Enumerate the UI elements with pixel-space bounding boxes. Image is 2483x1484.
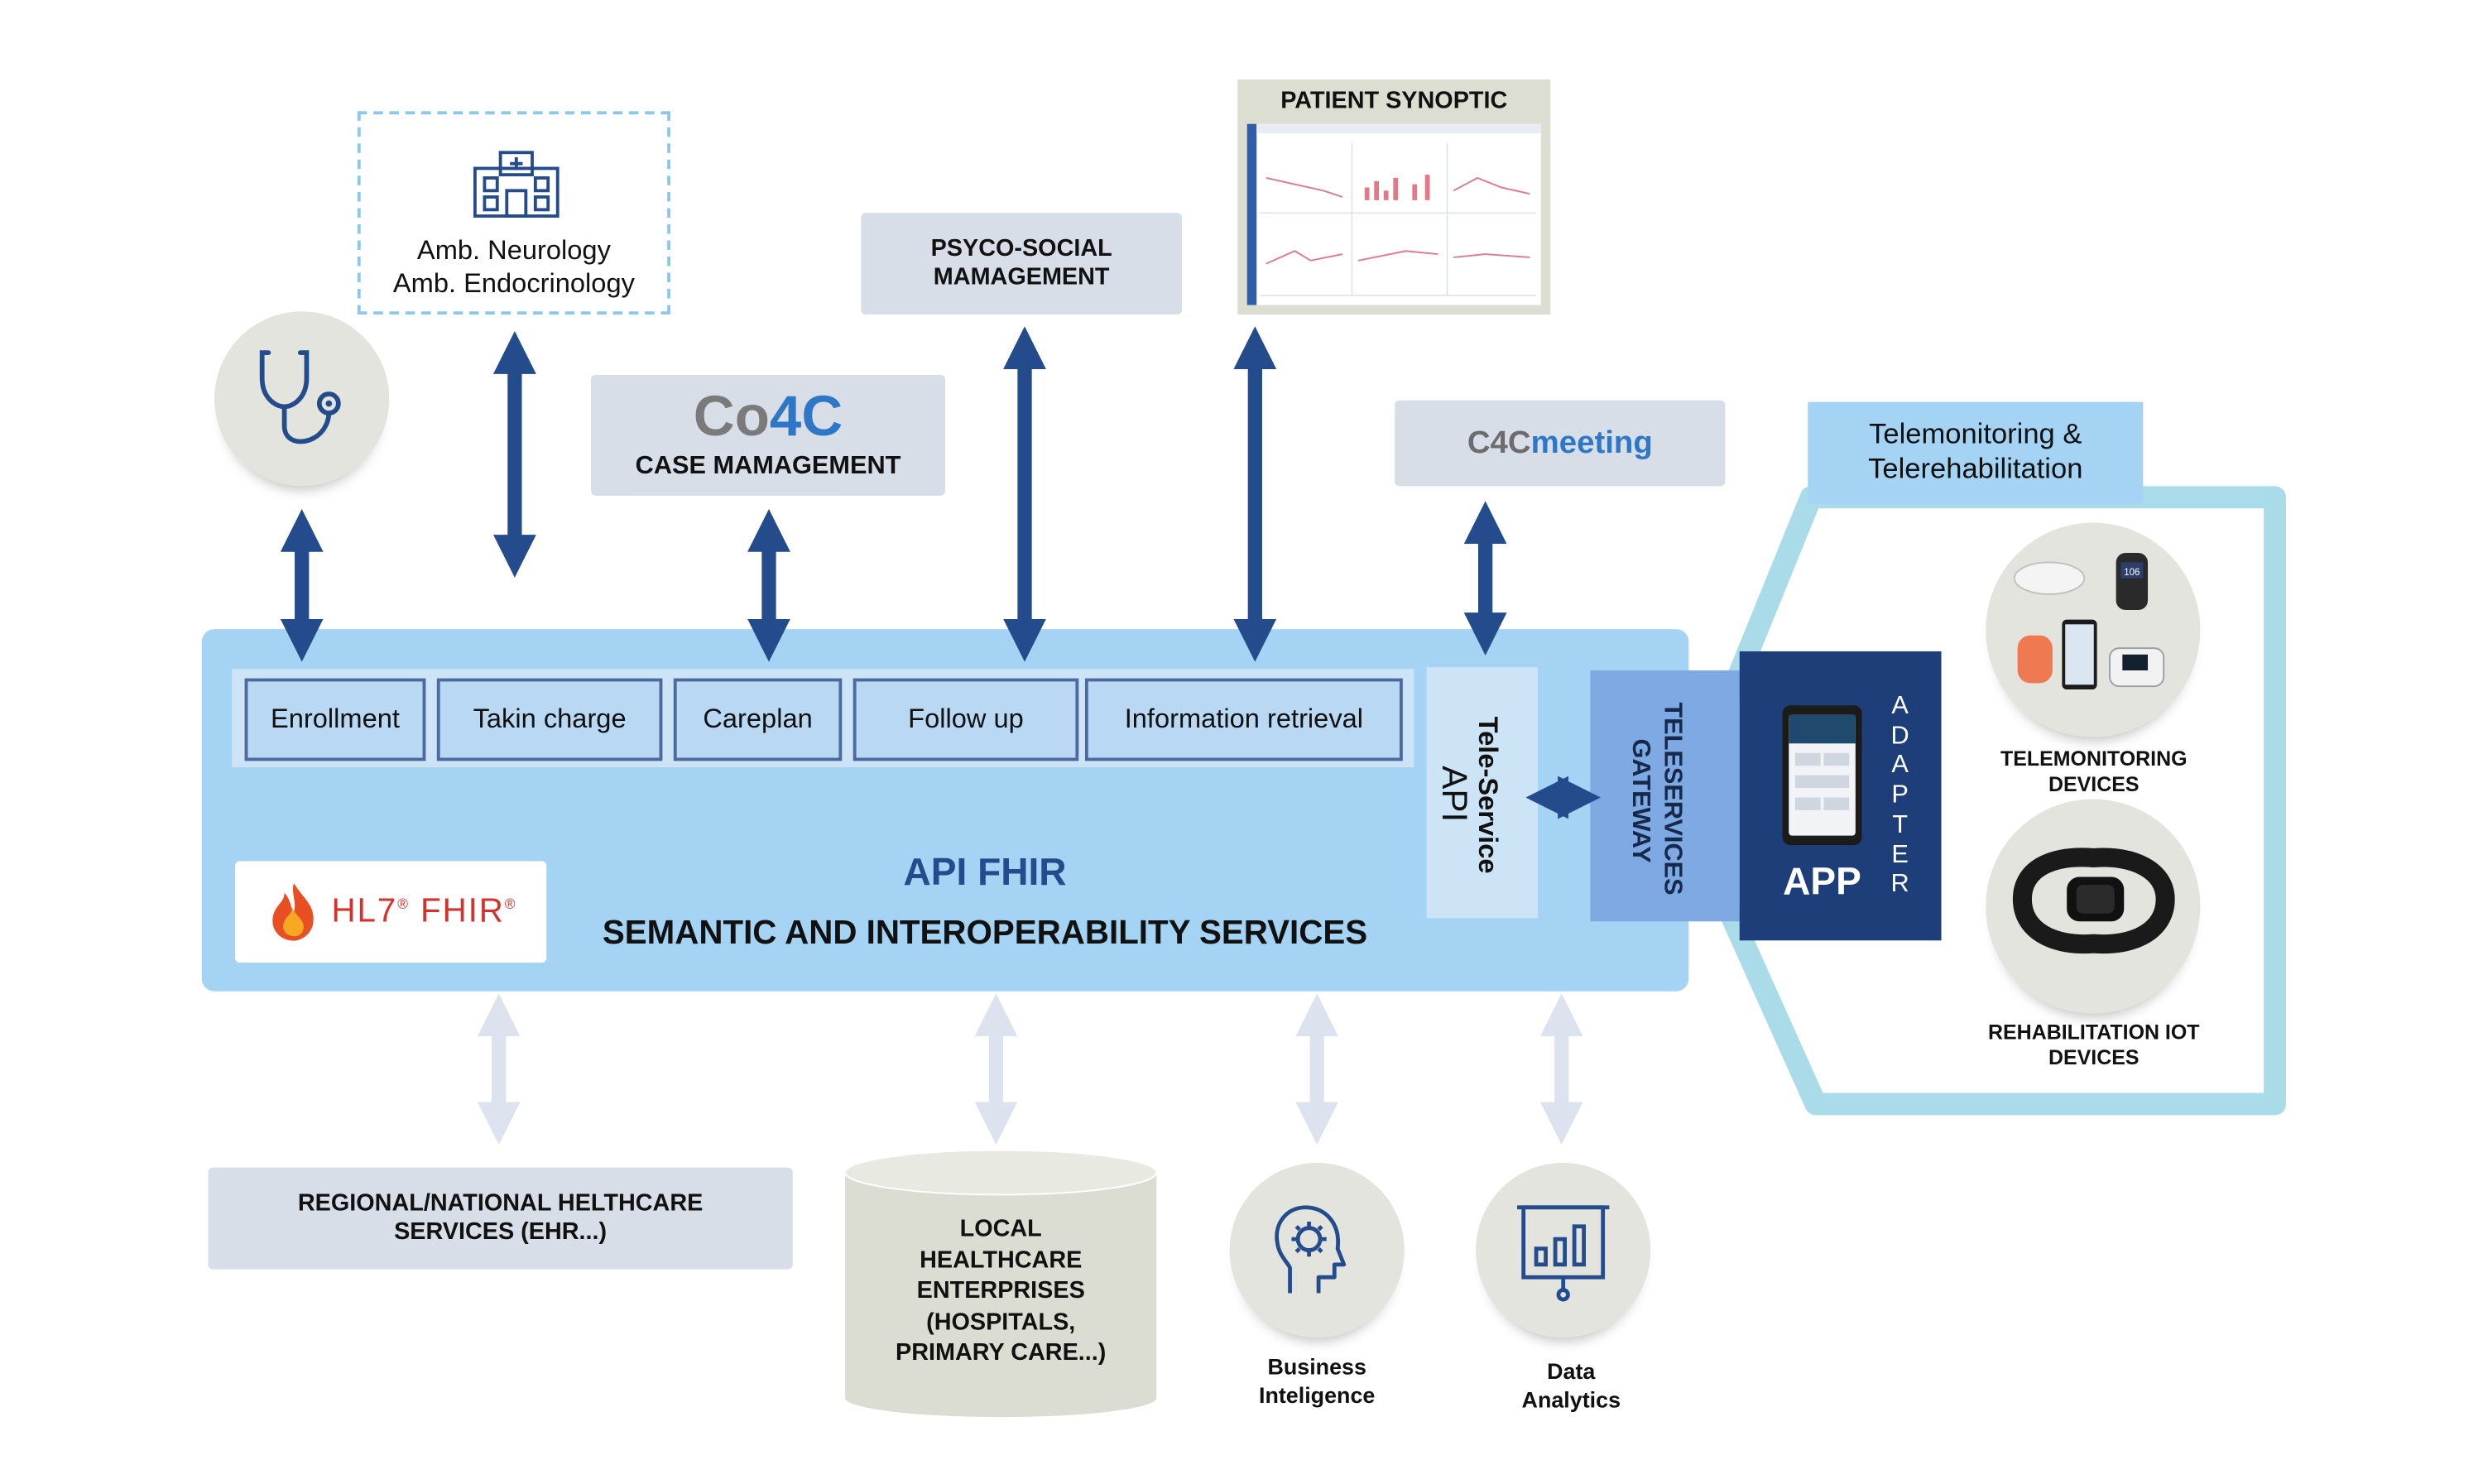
patient-synoptic[interactable]: PATIENT SYNOPTIC bbox=[1237, 79, 1551, 315]
stethoscope-circle bbox=[214, 311, 390, 487]
fhir-text: FHIR bbox=[420, 892, 505, 929]
telemonitoring-label-box: Telemonitoring & Telerehabilitation bbox=[1808, 401, 2144, 504]
synoptic-mini-charts bbox=[1260, 142, 1537, 296]
api-label: API bbox=[1434, 766, 1475, 823]
stethoscope-icon bbox=[259, 350, 341, 444]
monitor-reading: 106 bbox=[2123, 567, 2139, 577]
psyco-line1: PSYCO-SOCIAL bbox=[930, 235, 1112, 262]
gateway-line1: TELESERVICES bbox=[1658, 702, 1686, 896]
medical-devices-icon: 106 bbox=[2012, 551, 2164, 689]
adapter-label: ADAPTER bbox=[1890, 692, 1909, 899]
psyco-social-box[interactable]: PSYCO-SOCIAL MAMAGEMENT bbox=[861, 213, 1183, 315]
hl7-reg: ® bbox=[397, 896, 410, 912]
c4c-meeting[interactable]: C4Cmeeting bbox=[1395, 400, 1726, 487]
gateway-line2: GATEWAY bbox=[1626, 738, 1655, 863]
module-takin-charge[interactable]: Takin charge bbox=[436, 678, 663, 761]
module-enrollment[interactable]: Enrollment bbox=[244, 678, 426, 761]
app-label: APP bbox=[1783, 861, 1861, 905]
business-intelligence-circle bbox=[1229, 1163, 1405, 1338]
regional-national-services[interactable]: REGIONAL/NATIONAL HELTHCARE SERVICES (EH… bbox=[208, 1167, 793, 1270]
telemonitoring-devices-circle: 106 bbox=[1986, 522, 2201, 737]
teleservices-gateway: TELESERVICES GATEWAY bbox=[1590, 670, 1740, 922]
smartphone-icon bbox=[1782, 705, 1862, 846]
module-careplan[interactable]: Careplan bbox=[673, 678, 843, 761]
telemon-line2: Telerehabilitation bbox=[1868, 453, 2083, 485]
app-adapter: APP ADAPTER bbox=[1739, 651, 1942, 941]
co4c-label: CASE MAMAGEMENT bbox=[635, 453, 901, 481]
ambulatory-clinic-box: Amb. Neurology Amb. Endocrinology bbox=[357, 111, 670, 315]
module-follow-up[interactable]: Follow up bbox=[852, 678, 1079, 761]
module-label: Information retrieval bbox=[1124, 704, 1364, 734]
module-label: Takin charge bbox=[473, 704, 627, 734]
inhaler-device bbox=[2016, 634, 2052, 683]
hl7-text: HL7 bbox=[331, 892, 398, 929]
module-label: Careplan bbox=[703, 704, 813, 734]
fhir-reg: ® bbox=[504, 896, 517, 912]
tele-service-label: Tele-Service bbox=[1472, 715, 1503, 873]
synoptic-screenshot bbox=[1246, 123, 1541, 305]
co4c-case-management[interactable]: Co4C CASE MAMAGEMENT bbox=[591, 374, 946, 496]
telemon-line1: Telemonitoring & bbox=[1869, 417, 2082, 450]
module-label: Enrollment bbox=[270, 704, 400, 734]
c4cmeeting-logo: C4Cmeeting bbox=[1467, 425, 1653, 461]
regional-line1: REGIONAL/NATIONAL HELTHCARE bbox=[297, 1189, 704, 1217]
api-fhir-title: API FHIR bbox=[903, 851, 1067, 895]
rehab-devices-circle bbox=[1986, 799, 2201, 1014]
hl7-fhir-logo: HL7® FHIR® bbox=[235, 861, 547, 963]
regional-line2: SERVICES (EHR...) bbox=[394, 1218, 608, 1246]
flame-icon bbox=[271, 883, 314, 941]
clinic-line1: Amb. Neurology bbox=[416, 235, 611, 266]
presentation-chart-icon bbox=[1517, 1205, 1610, 1302]
data-analytics-circle bbox=[1476, 1163, 1651, 1338]
psyco-line2: MAMAGEMENT bbox=[933, 263, 1110, 291]
hospital-icon bbox=[473, 151, 560, 218]
tele-service-api: Tele-Service API bbox=[1426, 667, 1538, 919]
smartwatch-icon bbox=[2011, 847, 2174, 953]
api-fhir-subtitle: SEMANTIC AND INTEROPERABILITY SERVICES bbox=[602, 915, 1368, 952]
module-information-retrieval[interactable]: Information retrieval bbox=[1084, 678, 1403, 761]
co4c-logo: Co4C bbox=[693, 383, 843, 449]
clinic-line2: Amb. Endocrinology bbox=[392, 268, 635, 299]
synoptic-title: PATIENT SYNOPTIC bbox=[1280, 87, 1508, 115]
brain-gear-icon bbox=[1275, 1205, 1347, 1294]
module-label: Follow up bbox=[908, 704, 1024, 734]
local-enterprises-label: LOCAL HEALTHCARE ENTERPRISES (HOSPITALS,… bbox=[896, 1215, 1107, 1366]
